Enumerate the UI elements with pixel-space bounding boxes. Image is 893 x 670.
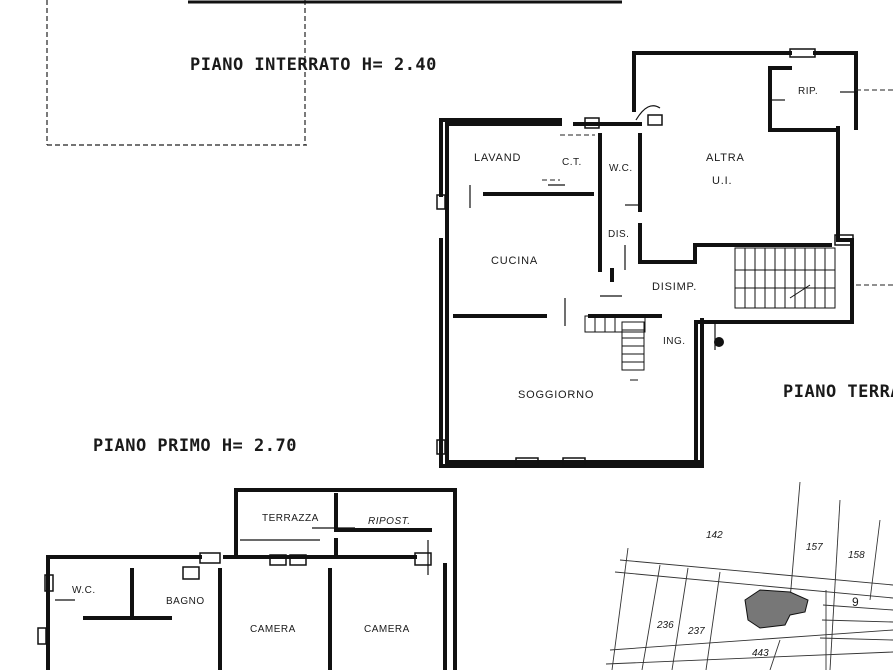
room-bagno: BAGNO: [166, 596, 205, 607]
first-floor-windows: [37, 552, 432, 645]
parcel-158: 158: [848, 550, 865, 561]
room-cucina: CUCINA: [491, 255, 538, 267]
ground-windows: [436, 48, 854, 467]
ground-stair: [734, 247, 836, 309]
basement-outline: [46, 0, 307, 146]
room-camera-1: CAMERA: [250, 624, 296, 635]
room-rip: RIP.: [798, 86, 819, 97]
title-piano-interrato: PIANO INTERRATO H= 2.40: [190, 55, 437, 75]
first-floor-walls: [46, 488, 457, 670]
parcel-237: 237: [688, 626, 705, 637]
parcel-142: 142: [706, 530, 723, 541]
room-wc-first: W.C.: [72, 585, 96, 596]
ground-dashed: [542, 89, 893, 286]
room-ripost: RIPOST.: [368, 516, 411, 527]
ground-doors: [469, 91, 856, 350]
parcel-9: 9: [852, 595, 859, 609]
room-ct: C.T.: [562, 157, 582, 168]
entry-bell-icon: [714, 337, 724, 347]
entry-stair: [584, 315, 646, 381]
title-piano-terra: PIANO TERRA: [783, 382, 893, 402]
room-lavand: LAVAND: [474, 152, 522, 164]
cadastral-building-hatch: [744, 589, 809, 629]
cadastral-map: [605, 481, 893, 670]
room-wc-ground: W.C.: [609, 163, 633, 174]
room-disimp: DISIMP.: [652, 281, 698, 293]
room-terrazza: TERRAZZA: [262, 513, 319, 524]
room-ing: ING.: [663, 336, 686, 347]
parcel-443: 443: [752, 648, 769, 659]
room-ui: U.I.: [712, 175, 733, 187]
ground-floor-walls: [439, 51, 858, 468]
room-altra: ALTRA: [706, 152, 745, 164]
first-floor-thin: [55, 527, 429, 601]
parcel-157: 157: [806, 542, 823, 553]
room-camera-2: CAMERA: [364, 624, 410, 635]
title-piano-primo: PIANO PRIMO H= 2.70: [93, 436, 297, 456]
room-soggiorno: SOGGIORNO: [518, 389, 595, 401]
room-dis: DIS.: [608, 229, 630, 240]
parcel-236: 236: [657, 620, 674, 631]
